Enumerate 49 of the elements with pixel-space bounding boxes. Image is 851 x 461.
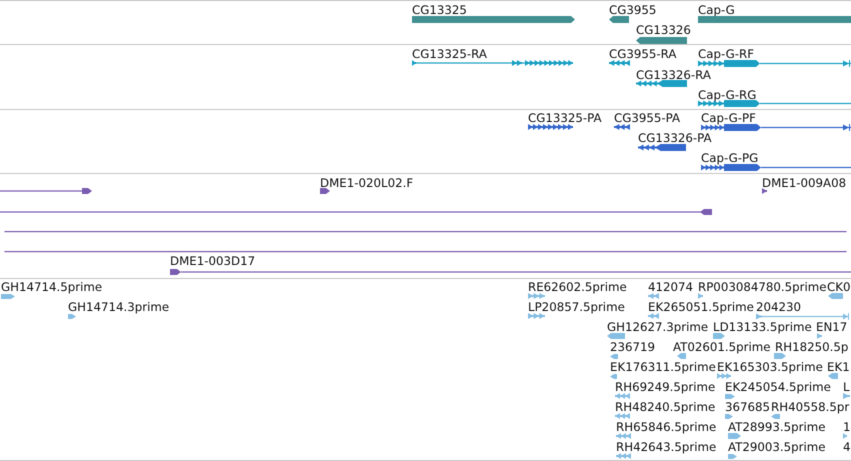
feature-label: GH14714.5prime <box>1 280 102 292</box>
feature-label: CG13326 <box>636 24 691 36</box>
feature-label: AT02601.5prime <box>673 340 771 352</box>
feature-label: LP20857.5prime <box>528 300 625 312</box>
clone-glyph <box>0 188 92 194</box>
feature-label: CG3955-RA <box>609 48 676 60</box>
feature-label: RH65846.5prime <box>616 420 716 432</box>
feature-label: CG13326-PA <box>638 132 712 144</box>
feature-label: CG3955-PA <box>614 112 680 124</box>
feature-label: RH40558.5pr <box>771 400 850 412</box>
feature-label: CG13325 <box>412 4 467 16</box>
feature-label: RH42643.5prime <box>616 440 716 452</box>
feature-label: CG3955 <box>609 4 656 16</box>
feature-label: 204230 <box>756 300 802 312</box>
clone-glyph <box>0 209 712 215</box>
feature-label: RH18250.5p <box>775 340 848 352</box>
feature-label: L <box>843 380 850 392</box>
feature-label: CG13326-RA <box>636 68 711 80</box>
feature-label: LD13133.5prime <box>713 320 812 332</box>
feature-label: EK265051.5prime <box>648 300 754 312</box>
feature-label: Cap-G-RG <box>698 88 756 100</box>
feature-label: RP003084780.5prime <box>698 280 826 292</box>
feature-label: GH12627.3prime <box>607 320 708 332</box>
feature-label: RH48240.5prime <box>615 400 716 412</box>
feature-label: DME1-003D17 <box>170 254 256 266</box>
feature-label: 367685 <box>725 400 770 412</box>
feature-label: DME1-020L02.F <box>320 176 414 188</box>
feature-label: EK245054.5prime <box>725 380 831 392</box>
feature-label: EN17 <box>816 320 848 332</box>
feature-label: EK1 <box>827 360 850 372</box>
feature-label: CG13325-RA <box>412 48 487 60</box>
feature-label: 236719 <box>610 340 656 352</box>
feature-label: 412074 <box>648 280 694 292</box>
feature-label: EK165303.5prime <box>717 360 823 372</box>
feature-label: GH14714.3prime <box>68 300 170 312</box>
feature-label: AT28993.5prime <box>728 420 826 432</box>
feature-label: 4 <box>843 440 851 452</box>
feature-label: EK176311.5prime <box>610 360 716 372</box>
feature-label: Cap-G <box>698 4 735 16</box>
feature-label: Cap-G-PG <box>701 152 758 164</box>
feature-label: Cap-G-PF <box>701 112 756 124</box>
feature-label: RH69249.5prime <box>615 380 716 392</box>
feature-label: CG13325-PA <box>528 112 602 124</box>
feature-label: RE62602.5prime <box>528 280 627 292</box>
feature-label: Cap-G-RF <box>698 48 754 60</box>
feature-label: AT29003.5prime <box>728 440 826 452</box>
feature-label: CK0 <box>827 280 850 292</box>
feature-label: 1 <box>843 420 851 432</box>
feature-label: DME1-009A08 <box>762 176 846 188</box>
